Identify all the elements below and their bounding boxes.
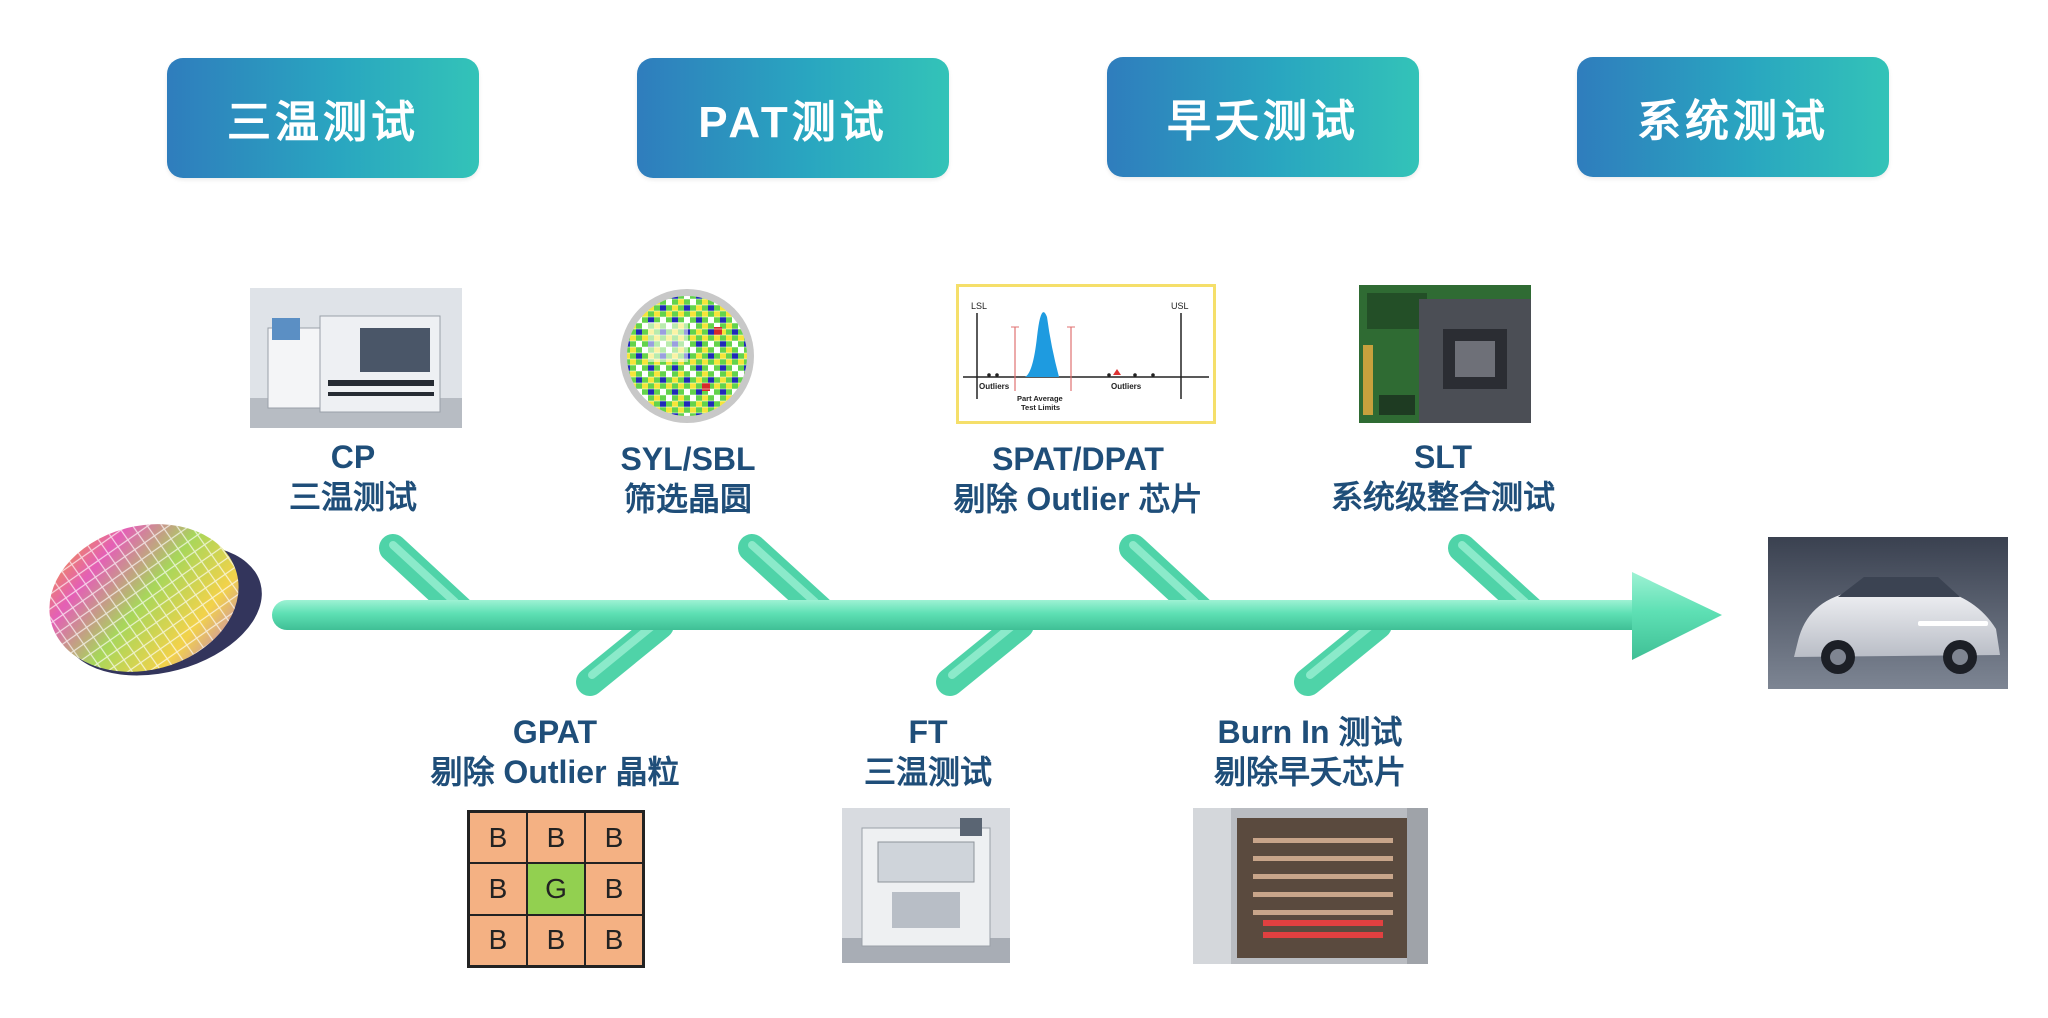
cp-prober-image xyxy=(250,288,462,428)
car-image xyxy=(1768,537,2008,689)
step-desc: 筛选晶圆 xyxy=(623,481,752,517)
die-cell: B xyxy=(585,914,643,966)
step-desc: 三温测试 xyxy=(288,479,418,515)
rib-ft xyxy=(936,611,1034,696)
step-desc: 三温测试 xyxy=(863,754,993,790)
die-cell: B xyxy=(469,863,527,915)
die-cell: B xyxy=(585,812,643,864)
die-cell: B xyxy=(469,812,527,864)
step-label-gpat: GPAT 剔除 Outlier 晶粒 xyxy=(431,712,680,792)
arrow-shaft xyxy=(272,600,1650,630)
step-label-slt: SLT 系统级整合测试 xyxy=(1331,437,1555,517)
step-desc: 剔除 Outlier 芯片 xyxy=(953,481,1203,517)
die-cell-good: G xyxy=(527,863,585,915)
distribution-curve xyxy=(1025,312,1059,377)
slt-board-image xyxy=(1359,285,1531,423)
rib-burnin xyxy=(1294,611,1392,696)
step-code: SYL/SBL xyxy=(620,441,756,477)
step-desc: 剔除 Outlier 晶粒 xyxy=(430,754,680,790)
die-cell: B xyxy=(469,914,527,966)
die-cell: B xyxy=(585,863,643,915)
category-pill-system: 系统测试 xyxy=(1577,57,1889,177)
step-label-spat-dpat: SPAT/DPAT 剔除 Outlier 芯片 xyxy=(954,439,1203,519)
step-label-burn-in: Burn In 测试 剔除早夭芯片 xyxy=(1214,712,1406,792)
burn-in-oven-image xyxy=(1193,808,1428,964)
step-desc: 剔除早夭芯片 xyxy=(1213,754,1407,790)
step-code: SPAT/DPAT xyxy=(992,441,1164,477)
rib-gpat xyxy=(576,611,674,696)
wafer-image xyxy=(49,524,262,676)
gpat-die-grid: B B B B G B B B B xyxy=(467,810,645,968)
category-pill-three-temp: 三温测试 xyxy=(167,58,479,178)
step-label-ft: FT 三温测试 xyxy=(864,712,992,792)
pat-distribution-chart: LSL USL Outliers Outliers Part Average T… xyxy=(956,284,1216,424)
ft-handler-image xyxy=(842,808,1010,963)
step-label-cp: CP 三温测试 xyxy=(289,437,417,517)
category-pill-pat: PAT测试 xyxy=(637,58,949,178)
die-cell: B xyxy=(527,812,585,864)
die-cell: B xyxy=(527,914,585,966)
limits-label-1: Part Average xyxy=(1017,394,1063,403)
arrow-head xyxy=(1632,572,1722,660)
step-code: CP xyxy=(330,439,376,475)
step-code: FT xyxy=(908,714,948,750)
usl-label: USL xyxy=(1171,301,1189,311)
category-pill-infant-mortality: 早夭测试 xyxy=(1107,57,1419,177)
step-code: GPAT xyxy=(512,714,598,750)
limits-label-2: Test Limits xyxy=(1021,403,1060,412)
step-code: Burn In 测试 xyxy=(1217,714,1403,750)
step-desc: 系统级整合测试 xyxy=(1330,479,1556,515)
step-label-syl-sbl: SYL/SBL 筛选晶圆 xyxy=(620,439,755,519)
outliers-right-label: Outliers xyxy=(1111,382,1142,391)
wafer-map-image xyxy=(620,289,754,423)
step-code: SLT xyxy=(1413,439,1473,475)
lsl-label: LSL xyxy=(971,301,987,311)
outliers-left-label: Outliers xyxy=(979,382,1010,391)
